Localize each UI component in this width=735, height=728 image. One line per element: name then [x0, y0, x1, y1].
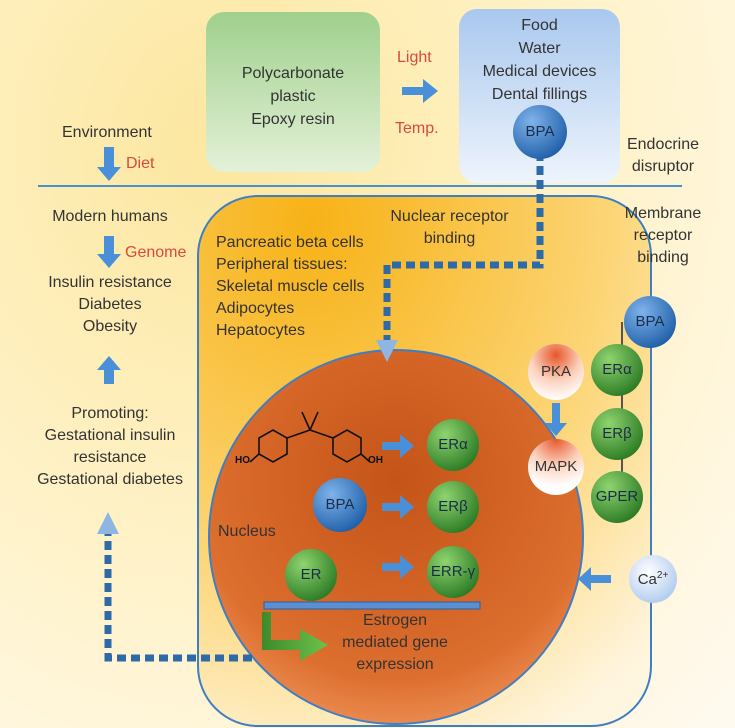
nuclear-bpa-ball	[313, 478, 367, 532]
dna-bar	[263, 601, 481, 610]
diet-arrow	[97, 147, 121, 181]
promoting-up-arrow	[97, 356, 121, 384]
nuclear-receptor-binding-label: Nuclear receptor binding	[382, 206, 517, 250]
membrane-receptor-binding-label: Membrane receptor binding	[608, 203, 718, 269]
nuclear-er-ball	[285, 549, 337, 601]
bpa-er-beta-arrow	[382, 495, 414, 519]
promoting-text: Promoting: Gestational insulin resistanc…	[20, 403, 200, 491]
outcome-line: Diabetes	[78, 296, 142, 313]
tissue-line: Pancreatic beta cells	[216, 234, 364, 251]
source-bpa-label: BPA	[525, 123, 555, 140]
nuclear-er-beta-label: ERβ	[438, 498, 468, 515]
err-gamma-label: ERR-γ	[430, 563, 476, 580]
calcium-ball	[629, 555, 677, 603]
endocrine-line: disruptor	[631, 158, 695, 175]
bpa-molecule-structure	[249, 411, 371, 463]
temp-label: Temp.	[395, 120, 439, 137]
diet-label: Diet	[126, 155, 155, 172]
mapk-label: MAPK	[534, 458, 578, 475]
membrane-er-alpha-ball	[591, 344, 643, 396]
calcium-charge: 2+	[656, 570, 669, 581]
light-temp-arrow	[402, 79, 438, 103]
nucleus-label: Nucleus	[218, 523, 276, 540]
gper-label: GPER	[595, 488, 639, 505]
genome-label: Genome	[125, 244, 187, 261]
promoting-line: resistance	[73, 449, 147, 466]
membrane-er-beta-ball	[591, 408, 643, 460]
gene-expression-arrow	[262, 612, 328, 661]
gene-expression-line: expression	[356, 656, 434, 673]
membrane-bpa-ball	[624, 296, 676, 348]
pka-label: PKA	[540, 363, 571, 380]
outcomes-text: Insulin resistance Diabetes Obesity	[20, 272, 200, 338]
nuclear-er-beta-ball	[427, 481, 479, 533]
gene-expression-text: Estrogen mediated gene expression	[320, 610, 470, 676]
gene-expression-line: Estrogen	[362, 612, 428, 629]
mapk-ball	[528, 439, 584, 495]
gene-expression-line: mediated gene	[342, 634, 448, 651]
nuclear-binding-arrowhead	[376, 340, 398, 362]
target-tissues-list: Pancreatic beta cells Peripheral tissues…	[216, 232, 365, 342]
membrane-bpa-label: BPA	[635, 313, 665, 330]
source-line: Dental fillings	[491, 86, 588, 103]
environment-label: Environment	[62, 124, 152, 141]
promoting-arrowhead	[97, 512, 119, 534]
tissue-line: Peripheral tissues:	[216, 256, 348, 273]
membrane-er-alpha-label: ERα	[602, 361, 632, 378]
membrane-line: receptor	[633, 227, 693, 244]
exposure-sources-box	[459, 9, 620, 183]
source-line: Food	[521, 17, 558, 34]
plastic-line: Epoxy resin	[251, 111, 335, 128]
nuclear-er-alpha-label: ERα	[438, 436, 468, 453]
modern-humans-label: Modern humans	[52, 208, 168, 225]
membrane-line: Membrane	[624, 205, 702, 222]
plastic-line: Polycarbonate	[241, 65, 345, 82]
nuclear-line: binding	[423, 230, 476, 247]
source-bpa-ball	[513, 105, 567, 159]
nuclear-binding-pathway	[383, 152, 544, 340]
genome-arrow	[97, 236, 121, 268]
calcium-label: Ca2+	[629, 570, 677, 588]
molecule-ho-label: HO	[235, 455, 250, 466]
source-line: Medical devices	[482, 63, 597, 80]
err-gamma-ball	[427, 546, 479, 598]
calcium-influx-arrow	[578, 567, 611, 591]
source-line: Water	[518, 40, 561, 57]
promoting-pathway	[104, 534, 252, 662]
pka-ball	[528, 344, 584, 400]
outcome-line: Insulin resistance	[48, 274, 172, 291]
bpa-er-alpha-arrow	[382, 434, 414, 458]
promoting-line: Gestational diabetes	[37, 471, 183, 488]
endocrine-disruptor-label: Endocrine disruptor	[613, 134, 713, 178]
plastic-source-text: Polycarbonate plastic Epoxy resin	[206, 62, 380, 131]
plastic-line: plastic	[270, 88, 316, 105]
promoting-line: Promoting:	[71, 405, 149, 422]
nuclear-line: Nuclear receptor	[390, 208, 509, 225]
gper-ball	[591, 471, 643, 523]
tissue-line: Hepatocytes	[216, 322, 305, 339]
membrane-er-beta-label: ERβ	[602, 425, 632, 442]
light-label: Light	[397, 49, 432, 66]
nuclear-er-label: ER	[300, 566, 322, 583]
promoting-line: Gestational insulin	[44, 427, 176, 444]
endocrine-line: Endocrine	[626, 136, 700, 153]
pka-mapk-arrow	[545, 403, 567, 436]
calcium-symbol: Ca	[637, 571, 657, 588]
plastic-source-box	[206, 12, 380, 172]
molecule-oh-label: OH	[368, 455, 383, 466]
nuclear-er-alpha-ball	[427, 419, 479, 471]
exposure-sources-text: Food Water Medical devices Dental fillin…	[459, 14, 620, 106]
membrane-line: binding	[637, 249, 689, 266]
outcome-line: Obesity	[82, 318, 138, 335]
tissue-line: Skeletal muscle cells	[216, 278, 365, 295]
tissue-line: Adipocytes	[216, 300, 295, 317]
nuclear-bpa-label: BPA	[325, 496, 355, 513]
er-err-gamma-arrow	[382, 555, 414, 579]
